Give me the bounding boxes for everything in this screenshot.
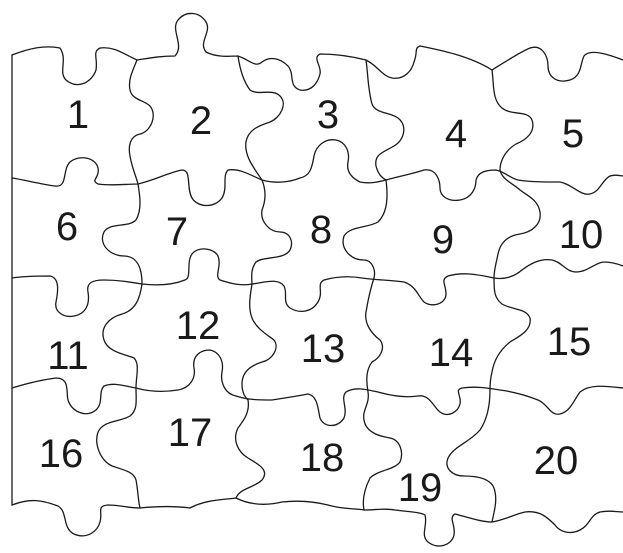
piece-number-15: 15 [547, 320, 592, 364]
piece-number-18: 18 [300, 436, 345, 480]
seam-row-2 [12, 249, 623, 316]
piece-number-4: 4 [445, 112, 467, 156]
puzzle-bottom-edge [12, 498, 623, 546]
piece-number-20: 20 [534, 439, 579, 483]
piece-number-14: 14 [429, 331, 474, 375]
piece-number-6: 6 [56, 205, 78, 249]
seam-col-3 [343, 60, 404, 510]
piece-number-5: 5 [562, 112, 584, 156]
piece-number-12: 12 [176, 304, 221, 348]
piece-number-11: 11 [47, 334, 89, 378]
piece-number-16: 16 [39, 432, 84, 476]
piece-number-8: 8 [310, 208, 332, 252]
piece-number-17: 17 [168, 411, 213, 455]
seam-col-2 [236, 56, 292, 498]
puzzle-top-edge [12, 13, 623, 90]
piece-number-13: 13 [301, 327, 346, 371]
piece-number-10: 10 [559, 213, 604, 257]
piece-number-3: 3 [317, 93, 339, 137]
seam-row-1 [12, 140, 623, 206]
piece-number-9: 9 [432, 218, 454, 262]
piece-number-2: 2 [190, 99, 212, 143]
piece-number-7: 7 [166, 210, 188, 254]
piece-number-19: 19 [398, 466, 443, 510]
piece-number-1: 1 [67, 93, 89, 137]
